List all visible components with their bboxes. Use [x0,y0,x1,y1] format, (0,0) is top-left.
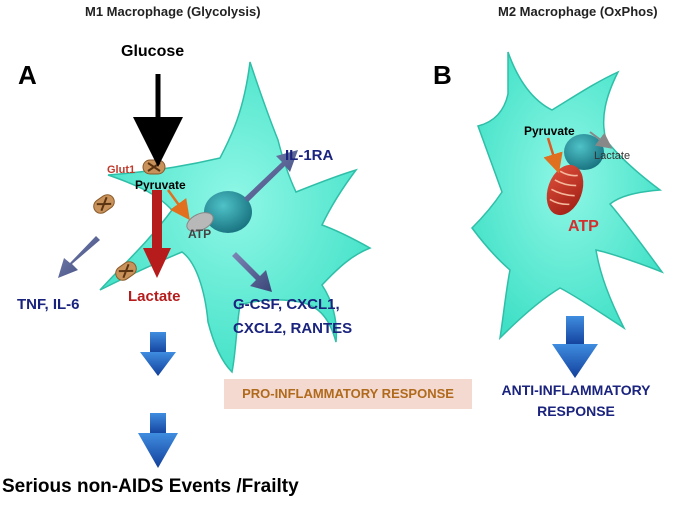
anti-inflammatory-label-line2: RESPONSE [537,403,615,419]
panel-b-letter: B [433,60,452,90]
gcsf-arrow [232,252,272,292]
pro-inflammatory-box: PRO-INFLAMMATORY RESPONSE [224,379,472,409]
lactate-arrow [143,190,171,278]
pyruvate-label: Pyruvate [135,178,186,192]
glut1-transporter-top [142,159,166,175]
glut1-transporter-left [93,194,115,214]
glut1-label: Glut1 [107,164,136,176]
m2-atp-label: ATP [568,218,599,235]
glut1-transporter-bottom [115,261,137,281]
tnf-il6-label: TNF, IL-6 [17,296,80,313]
pyruvate-to-mito-arrow [166,189,190,221]
panel-a-title: M1 Macrophage (Glycolysis) [85,4,261,19]
m1-nucleus [204,191,252,233]
anti-inflammatory-label-line1: ANTI-INFLAMMATORY [501,382,651,398]
glucose-label: Glucose [121,43,185,60]
m1-mitochondrion [186,212,214,232]
m2-nucleus [564,134,604,170]
m2-pyruvate-label: Pyruvate [524,124,575,138]
m2-mitochondrion [546,164,584,216]
il1ra-label: IL-1RA [285,147,334,164]
lactate-label: Lactate [128,288,181,305]
panel-b-title: M2 Macrophage (OxPhos) [498,4,658,19]
anti-response-arrow [552,316,598,378]
panel-a-letter: A [18,60,37,90]
outcome-arrow [138,413,178,468]
pro-response-arrow [140,332,176,376]
tnf-arrow [58,236,100,278]
m2-lactate-label: Lactate [594,150,631,162]
m2-pyruvate-to-lactate-arrow [589,131,613,149]
pro-inflammatory-label: PRO-INFLAMMATORY RESPONSE [242,386,454,401]
atp-label: ATP [188,227,212,241]
il1ra-arrow [244,150,298,202]
gcsf-label-line2: CXCL2, RANTES [233,320,353,337]
m2-pyruvate-to-mito-arrow [543,137,563,174]
gcsf-label-line1: G-CSF, CXCL1, [233,296,340,313]
outcome-label: Serious non-AIDS Events /Frailty [2,476,299,497]
